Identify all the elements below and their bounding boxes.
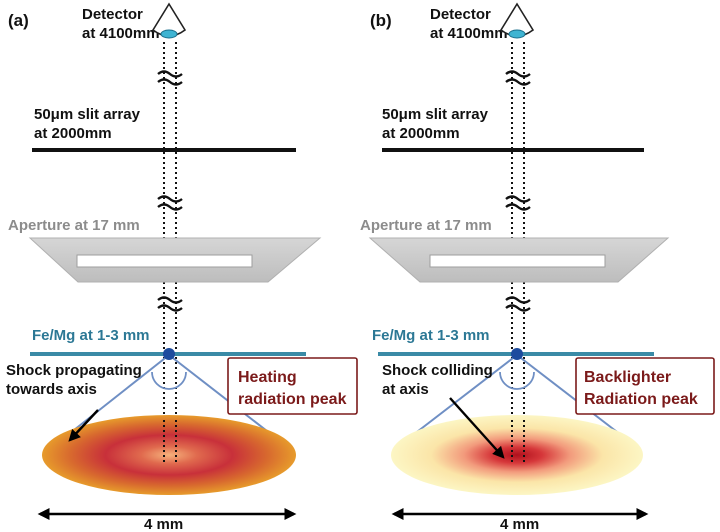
- panel-a-shock-label: Shock propagating: [6, 362, 142, 379]
- panel-a-detector-distance: at 4100mm: [82, 25, 160, 42]
- panel-a-radiation-label: Heating: [238, 369, 297, 386]
- panel-b-axis-point: [511, 348, 523, 360]
- panel-b: (b) Detector at 4100mm 50μm slit array a…: [360, 2, 715, 532]
- panel-b-aperture-label: Aperture at 17 mm: [360, 217, 492, 234]
- panel-a-aperture-opening: [76, 254, 253, 268]
- panel-a-tag: (a): [8, 11, 29, 30]
- panel-b-aperture-opening: [429, 254, 606, 268]
- panel-b-slit-label: 50μm slit array: [382, 106, 489, 123]
- break-symbol: [157, 296, 183, 312]
- break-symbol: [505, 70, 531, 86]
- panel-a-radiation-label-2: radiation peak: [238, 391, 347, 408]
- panel-a-detector-label: Detector: [82, 6, 143, 23]
- panel-a-shock-arrow: [68, 409, 99, 442]
- eye-icon: [499, 2, 535, 39]
- panel-b-radiation-label: Backlighter: [584, 369, 671, 386]
- panel-b-shock-arrow: [449, 397, 505, 459]
- panel-a-slit-label: 50μm slit array: [34, 106, 141, 123]
- panel-b-scale-label: 4 mm: [500, 516, 539, 532]
- panel-a-scale-label: 4 mm: [144, 516, 183, 532]
- panel-a-axis-point: [163, 348, 175, 360]
- break-symbol: [157, 195, 183, 211]
- panel-a-slit-distance: at 2000mm: [34, 125, 112, 142]
- panel-b-shock-label: Shock colliding: [382, 362, 493, 379]
- panel-b-radiation-label-2: Radiation peak: [584, 391, 698, 408]
- panel-b-detector-label: Detector: [430, 6, 491, 23]
- eye-icon: [151, 2, 187, 39]
- panel-b-slit-distance: at 2000mm: [382, 125, 460, 142]
- panel-b-detector-distance: at 4100mm: [430, 25, 508, 42]
- panel-a-aperture-label: Aperture at 17 mm: [8, 217, 140, 234]
- panel-b-radiation-box: [575, 357, 715, 415]
- break-symbol: [505, 195, 531, 211]
- panel-a-sample-label: Fe/Mg at 1-3 mm: [32, 327, 150, 344]
- panel-b-shock-label-2: at axis: [382, 381, 429, 398]
- panel-b-plasma: [391, 415, 643, 495]
- panel-b-sample-label: Fe/Mg at 1-3 mm: [372, 327, 490, 344]
- panel-b-tag: (b): [370, 11, 392, 30]
- panel-a-cone-angle-arc: [151, 371, 187, 390]
- panel-b-cone-angle-arc: [499, 371, 535, 390]
- break-symbol: [505, 296, 531, 312]
- panel-a-shock-label-2: towards axis: [6, 381, 97, 398]
- panel-a-radiation-box: [227, 357, 358, 415]
- panel-a-plasma: [42, 415, 296, 495]
- panel-a: (a) Detector at 4100mm 50μm slit array a…: [6, 2, 358, 532]
- break-symbol: [157, 70, 183, 86]
